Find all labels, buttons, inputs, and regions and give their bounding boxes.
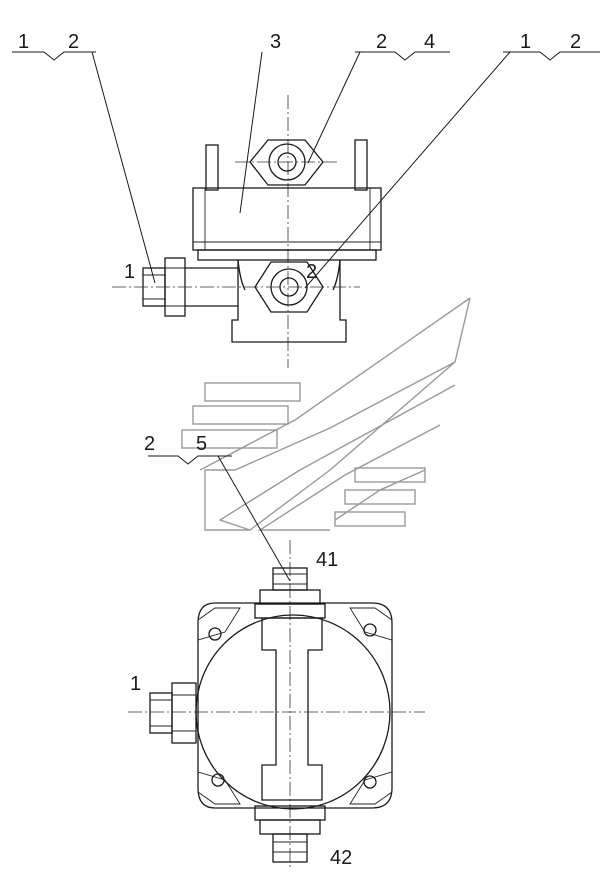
callout-2-top-right-a: 2: [376, 31, 387, 53]
callout-1-side-port: 1: [124, 261, 135, 283]
callout-2-lower-port: 2: [306, 261, 317, 283]
callout-42-bottom: 42: [330, 847, 352, 869]
callout-41-bottom: 41: [316, 549, 338, 571]
leader-lines: [12, 51, 600, 582]
callout-1-top-left: 1: [18, 31, 29, 53]
top-view: [112, 95, 382, 368]
callout-1-bottom-port: 1: [130, 673, 141, 695]
callout-4-top-right: 4: [424, 31, 435, 53]
callout-2-mid: 2: [144, 433, 155, 455]
callout-5-mid: 5: [196, 433, 207, 455]
callout-labels: 1 2 3 2 4 1 2 1 2 2 5 41 1 42: [18, 31, 581, 869]
watermark-logo: [181, 297, 471, 531]
callout-3-top: 3: [270, 31, 281, 53]
callout-2-top-right-b: 2: [570, 31, 581, 53]
callout-1-top-right-b: 1: [520, 31, 531, 53]
callout-2-top-left: 2: [68, 31, 79, 53]
bottom-view: [128, 540, 425, 870]
